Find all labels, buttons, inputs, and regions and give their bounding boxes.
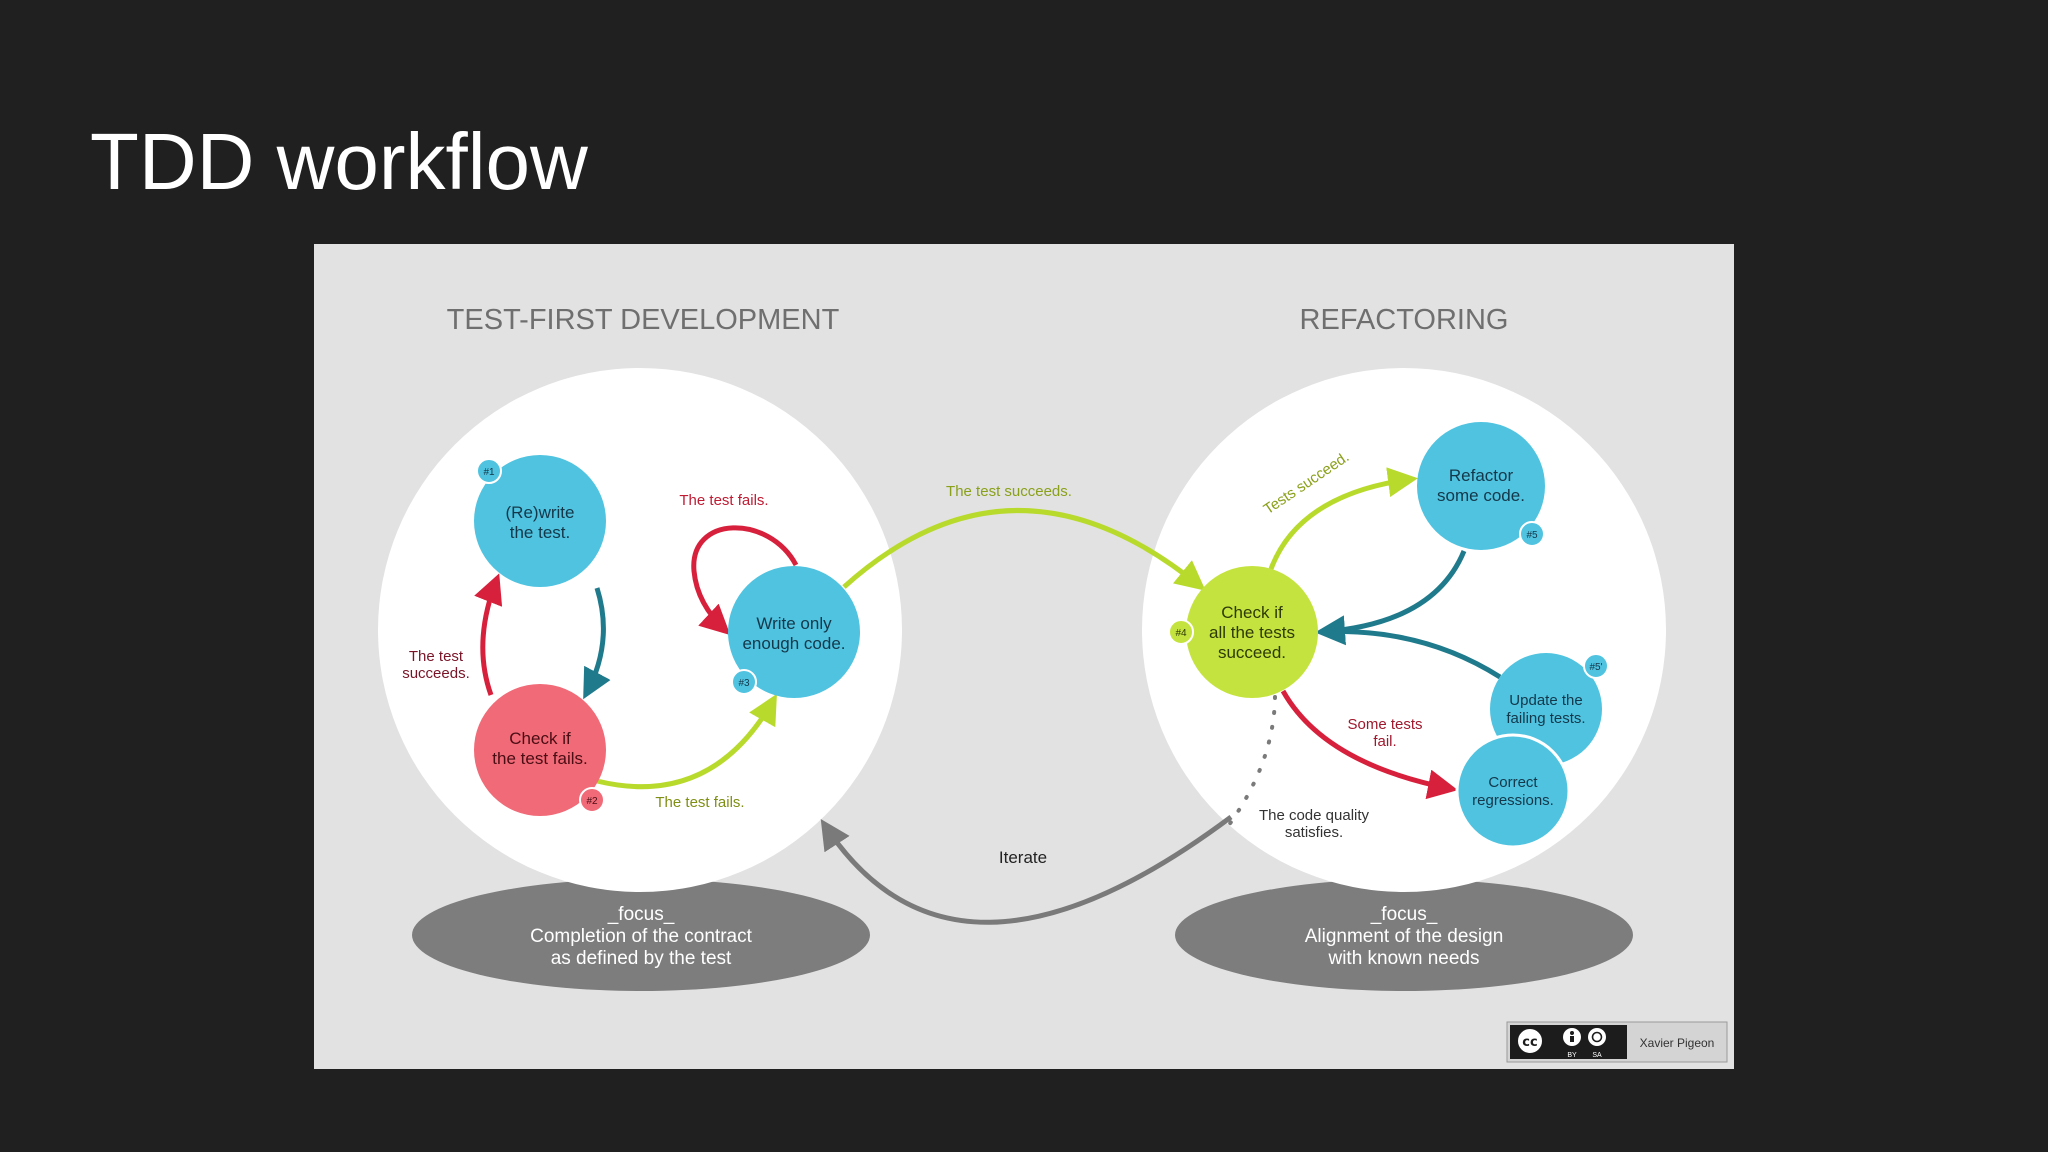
node-update-tests-line2: failing tests. bbox=[1506, 710, 1585, 727]
node-refactor-line2: some code. bbox=[1437, 486, 1525, 505]
arrow-check-all-to-correct bbox=[1280, 689, 1458, 800]
label-test-succeeds-left-1: The test bbox=[409, 648, 464, 665]
node-rewrite-test-circle bbox=[474, 455, 606, 587]
node-rewrite-test-line1: (Re)write bbox=[506, 503, 575, 522]
node-correct-regressions-line2: regressions. bbox=[1472, 792, 1554, 809]
node-rewrite-test-line2: the test. bbox=[510, 523, 570, 542]
by-icon-head bbox=[1570, 1031, 1574, 1035]
arrow-check-to-code bbox=[596, 693, 777, 790]
node-check-test-fails-line2: the test fails. bbox=[492, 749, 587, 768]
label-some-tests-fail-2: fail. bbox=[1373, 733, 1396, 750]
focus-right: _focus_ Alignment of the design with kno… bbox=[1175, 879, 1633, 991]
focus-left-ellipse bbox=[412, 879, 870, 991]
badge-5-prime-text: #5' bbox=[1589, 662, 1602, 673]
node-check-test-fails-line1: Check if bbox=[509, 729, 571, 748]
focus-left-line1: Completion of the contract bbox=[530, 926, 753, 947]
node-update-tests-line1: Update the bbox=[1509, 692, 1582, 709]
cc-icon-text: cc bbox=[1522, 1035, 1537, 1050]
badge-1-text: #1 bbox=[483, 467, 495, 478]
node-check-test-fails-circle bbox=[474, 684, 606, 816]
node-check-all-tests-line1: Check if bbox=[1221, 603, 1283, 622]
badge-2-text: #2 bbox=[586, 796, 598, 807]
focus-right-heading: _focus_ bbox=[1370, 904, 1438, 925]
badge-1 bbox=[476, 458, 502, 484]
cc-icon bbox=[1516, 1027, 1544, 1055]
node-refactor: Refactor some code. #5 bbox=[1417, 422, 1545, 550]
license-badge: cc BY SA Xavier Pigeon bbox=[1506, 1021, 1728, 1063]
badge-5-prime bbox=[1583, 653, 1609, 679]
node-correct-regressions-circle bbox=[1455, 733, 1571, 849]
arrow-code-to-check-all bbox=[842, 508, 1206, 591]
label-code-quality-2: satisfies. bbox=[1285, 824, 1343, 841]
node-check-all-tests: Check if all the tests succeed. #4 bbox=[1168, 566, 1318, 698]
label-code-quality-1: The code quality bbox=[1259, 807, 1370, 824]
node-check-all-tests-line3: succeed. bbox=[1218, 643, 1286, 662]
label-test-succeeds-middle: The test succeeds. bbox=[946, 483, 1072, 500]
node-refactor-line1: Refactor bbox=[1449, 466, 1514, 485]
arrow-write-to-check bbox=[583, 587, 611, 700]
badge-5-text: #5 bbox=[1526, 530, 1538, 541]
focus-right-line2: with known needs bbox=[1327, 948, 1479, 969]
tdd-workflow-diagram: TEST-FIRST DEVELOPMENT REFACTORING _focu… bbox=[314, 244, 1734, 1069]
arrow-update-to-check-all bbox=[1320, 629, 1502, 680]
badge-3 bbox=[731, 669, 757, 695]
diagram-canvas: TEST-FIRST DEVELOPMENT REFACTORING _focu… bbox=[314, 244, 1734, 1069]
right-section-heading: REFACTORING bbox=[1300, 304, 1509, 336]
label-test-fails-bottom: The test fails. bbox=[655, 794, 744, 811]
focus-right-line1: Alignment of the design bbox=[1305, 926, 1504, 947]
sa-icon-ring bbox=[1591, 1031, 1603, 1043]
by-label: BY bbox=[1567, 1052, 1577, 1059]
badge-4 bbox=[1168, 619, 1194, 645]
node-write-code: Write only enough code. #3 bbox=[728, 566, 860, 698]
node-write-code-circle bbox=[728, 566, 860, 698]
slide-title: TDD workflow bbox=[90, 117, 588, 206]
arrow-check-to-rewrite bbox=[474, 573, 503, 696]
focus-right-ellipse bbox=[1175, 879, 1633, 991]
sa-icon bbox=[1588, 1028, 1606, 1046]
iterate-arrow bbox=[820, 814, 1233, 925]
license-author: Xavier Pigeon bbox=[1640, 1036, 1715, 1050]
node-check-all-tests-circle bbox=[1186, 566, 1318, 698]
sa-label: SA bbox=[1592, 1052, 1602, 1059]
focus-left: _focus_ Completion of the contract as de… bbox=[412, 879, 870, 991]
label-test-fails-top: The test fails. bbox=[679, 492, 768, 509]
node-check-all-tests-line2: all the tests bbox=[1209, 623, 1295, 642]
node-correct-regressions-line1: Correct bbox=[1488, 774, 1538, 791]
arrow-code-loop bbox=[691, 525, 799, 636]
iterate-label: Iterate bbox=[999, 848, 1047, 867]
by-icon-body bbox=[1570, 1036, 1574, 1042]
arrow-refactor-to-check-all bbox=[1315, 550, 1467, 646]
dotted-quality-path bbox=[1224, 695, 1277, 831]
badge-4-text: #4 bbox=[1175, 628, 1187, 639]
label-test-succeeds-left-2: succeeds. bbox=[402, 665, 470, 682]
left-section-heading: TEST-FIRST DEVELOPMENT bbox=[447, 304, 840, 336]
node-rewrite-test: (Re)write the test. #1 bbox=[474, 455, 606, 587]
arrow-check-all-to-refactor bbox=[1268, 467, 1418, 570]
node-refactor-circle bbox=[1417, 422, 1545, 550]
badge-3-text: #3 bbox=[738, 678, 750, 689]
badge-2 bbox=[579, 787, 605, 813]
node-check-test-fails: Check if the test fails. #2 bbox=[474, 684, 606, 816]
badge-5 bbox=[1519, 521, 1545, 547]
node-write-code-line2: enough code. bbox=[742, 634, 845, 653]
label-some-tests-fail-1: Some tests bbox=[1347, 716, 1422, 733]
node-write-code-line1: Write only bbox=[756, 614, 832, 633]
focus-left-line2: as defined by the test bbox=[551, 948, 732, 969]
node-correct-regressions: Correct regressions. bbox=[1455, 733, 1571, 849]
focus-left-heading: _focus_ bbox=[607, 904, 675, 925]
